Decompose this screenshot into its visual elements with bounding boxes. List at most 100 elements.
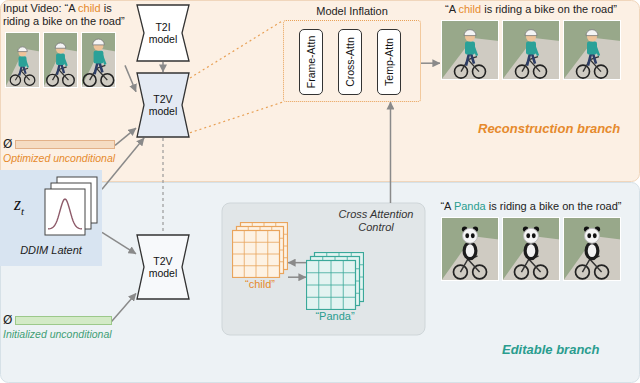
attention-text: Frame-Attn [305, 36, 317, 89]
grid-line [267, 231, 268, 278]
shape-part [19, 66, 25, 76]
attention-box: Temp-Attn [377, 29, 401, 95]
shape-part [527, 244, 536, 257]
model-hourglass: T2V model [136, 234, 190, 300]
shape-part [81, 32, 116, 88]
shape-part [44, 33, 78, 88]
shape-part [43, 49, 78, 88]
shape-part [441, 20, 499, 80]
grid-square [307, 261, 356, 310]
shape-part [595, 45, 599, 56]
shape-part [564, 218, 621, 281]
grid-line [307, 297, 356, 298]
shape-part [585, 228, 600, 243]
word: “A [65, 2, 78, 14]
word: bike [534, 3, 557, 15]
shape-part [442, 218, 499, 281]
word: “A [440, 200, 453, 212]
attention-text: Temp-Attn [383, 38, 395, 86]
video-frame [43, 32, 78, 88]
shape-part [5, 49, 40, 88]
shape-part [526, 233, 530, 238]
shape-part [15, 68, 29, 80]
branch-label: Editable branch [502, 342, 600, 357]
hourglass-shape [137, 73, 189, 137]
video-clip: Input Video: “A child is riding a bike o… [3, 2, 125, 90]
embedding-node: ØInitialized unconditional [3, 313, 112, 341]
shape-part [101, 54, 105, 65]
word: bike [539, 200, 562, 212]
video-frame [502, 217, 560, 281]
prompt-text: Input Video: “A child is riding a bike o… [3, 2, 125, 28]
shape-part [18, 47, 28, 52]
latent-box: ztDDIM Latent [0, 170, 102, 266]
shape-part [587, 233, 591, 238]
shape-part [575, 265, 589, 279]
control-panel: Cross Attention Control “child” “Panda” [222, 203, 425, 335]
grid-stack [232, 222, 288, 278]
grid-stack [306, 252, 364, 310]
shape-part [524, 241, 539, 260]
word: Video: [31, 2, 65, 14]
video-frame [441, 217, 499, 281]
shape-part [57, 64, 64, 75]
shape-part [522, 57, 540, 72]
shape-part [55, 43, 66, 48]
latent-label: DDIM Latent [0, 244, 102, 256]
shape-part [6, 33, 40, 88]
prompt-text: “A Panda is riding a bike on the road” [440, 200, 622, 213]
connector [390, 102, 392, 203]
shape-part [525, 30, 537, 36]
connector [115, 128, 136, 145]
embedding-row: Ø [3, 137, 115, 151]
null-symbol: Ø [3, 313, 12, 327]
shape-part [563, 20, 621, 80]
word: the [573, 3, 591, 15]
video-frame [502, 20, 560, 80]
model-hourglass: T2V model [136, 72, 190, 138]
attention-box: Cross-Attn [338, 29, 362, 95]
shape-part [466, 54, 474, 66]
word: riding [500, 200, 530, 212]
grid-line [307, 285, 356, 286]
gaussian-curve [48, 199, 82, 229]
word: on [558, 3, 573, 15]
connector [288, 276, 306, 278]
shape-part [53, 67, 69, 80]
word: Input [3, 2, 31, 14]
token-label: “child” [232, 278, 288, 291]
video-frame [563, 20, 621, 80]
word: is [489, 200, 500, 212]
connector [162, 62, 164, 72]
shape-part [95, 63, 103, 75]
shape-part [63, 56, 67, 66]
word: the [577, 200, 595, 212]
shape-part [90, 65, 108, 80]
shape-part [81, 49, 116, 88]
word: Panda [454, 200, 489, 212]
shape-part [453, 265, 467, 279]
attention-map: “child” [232, 222, 288, 291]
connector [162, 138, 163, 234]
word: child [78, 2, 104, 14]
word: road” [591, 3, 617, 15]
attention-map: “Panda” [306, 252, 364, 323]
connector [190, 21, 283, 78]
grid-sheet [233, 231, 280, 278]
word: is [104, 2, 112, 14]
model-hourglass: T2I model [136, 4, 190, 62]
word: on [562, 200, 577, 212]
panel-title: Cross Attention Control [332, 208, 420, 234]
shape-part [502, 20, 560, 80]
shape-part [83, 74, 96, 87]
shape-part [534, 45, 538, 56]
shape-part [503, 218, 560, 281]
grid-line [233, 265, 280, 266]
shape-part [463, 241, 478, 260]
hourglass-shape [137, 235, 189, 299]
shape-part [441, 38, 499, 80]
model-name: T2I model [145, 21, 181, 45]
shape-part [514, 265, 528, 279]
shape-part [461, 57, 479, 72]
